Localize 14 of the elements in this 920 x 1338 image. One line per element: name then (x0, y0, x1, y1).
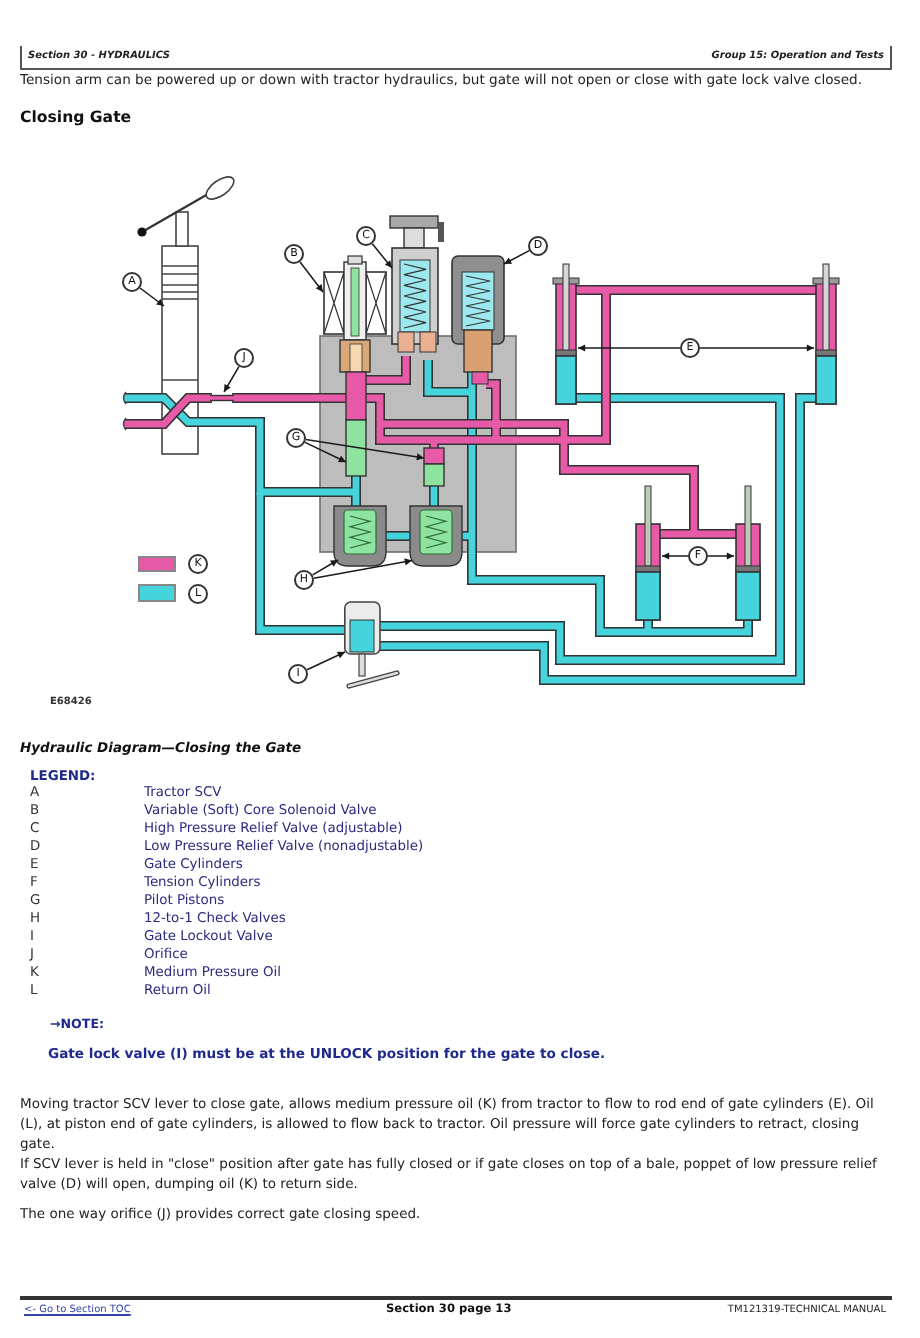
leader-line (371, 243, 393, 269)
leader-line (699, 344, 815, 352)
leader-line (139, 287, 165, 307)
leader-line (305, 438, 425, 461)
leader-line (311, 559, 339, 576)
leader-line (577, 344, 681, 352)
leader-line (313, 558, 413, 579)
leader-line (304, 441, 347, 463)
leader-line (503, 249, 530, 265)
leader-line (661, 552, 689, 560)
leader-line (299, 261, 324, 293)
leader-line (223, 365, 240, 393)
leader-line (707, 552, 735, 560)
leader-line (306, 651, 346, 671)
